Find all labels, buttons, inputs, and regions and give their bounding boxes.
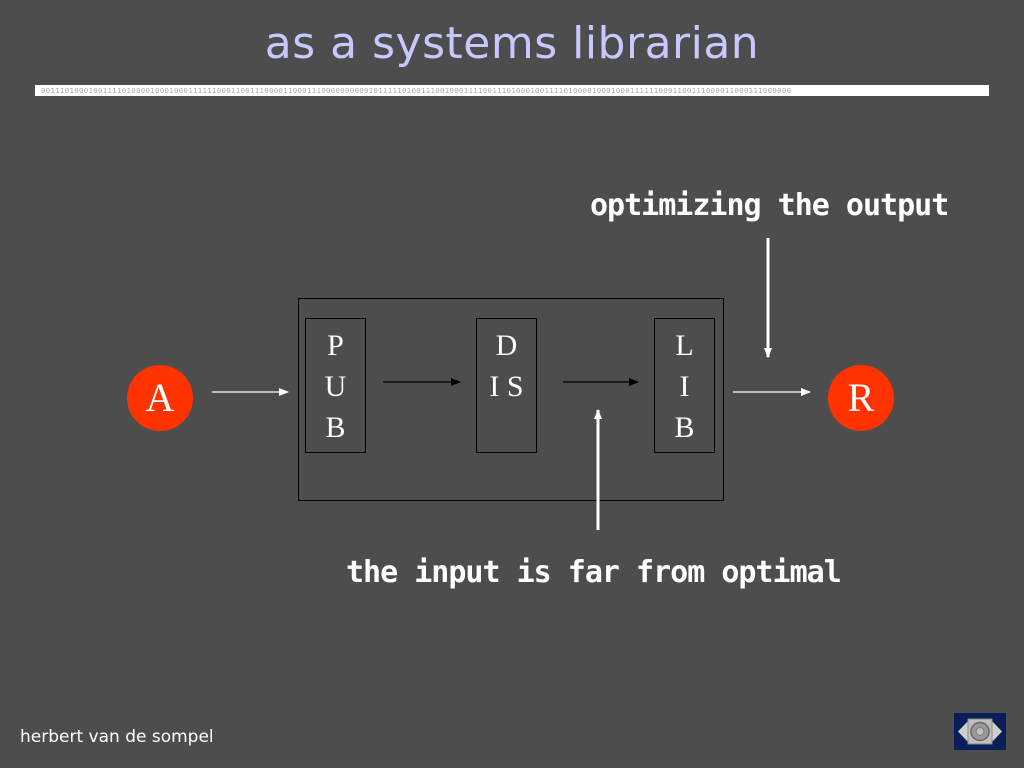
stage-pub-line: B bbox=[325, 411, 346, 444]
node-r: R bbox=[828, 365, 894, 431]
stage-pub-line: P bbox=[327, 329, 344, 362]
stage-dis-line: D bbox=[495, 329, 518, 362]
stage-lib-line: L bbox=[675, 329, 694, 362]
stage-lib: L I B bbox=[654, 318, 715, 453]
stage-lib-line: B bbox=[674, 411, 695, 444]
footer-author: herbert van de sompel bbox=[20, 727, 214, 747]
stage-dis: D I S bbox=[476, 318, 537, 453]
stage-pub-line: U bbox=[324, 370, 347, 403]
system-box bbox=[298, 298, 724, 501]
node-a: A bbox=[127, 365, 193, 431]
stage-lib-line: I bbox=[679, 370, 690, 403]
slide-title: as a systems librarian bbox=[264, 18, 760, 69]
binary-strip: 0011101000100111101000010001000111111000… bbox=[35, 85, 989, 96]
home-nav-icon[interactable] bbox=[954, 713, 1006, 750]
stage-dis-line: I S bbox=[489, 370, 524, 403]
label-input-not-optimal: the input is far from optimal bbox=[346, 555, 842, 590]
label-optimizing-output: optimizing the output bbox=[590, 188, 949, 223]
stage-pub: P U B bbox=[305, 318, 366, 453]
